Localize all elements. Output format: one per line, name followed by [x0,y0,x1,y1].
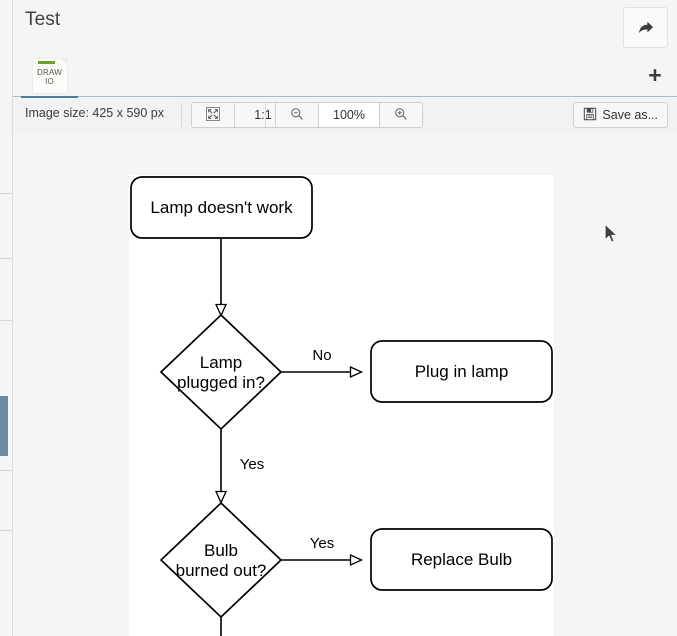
zoom-in-button[interactable] [379,103,422,127]
edge-label-yes-burned: Yes [310,535,334,552]
title-bar: Test [13,0,677,54]
vertical-scrollbar-thumb[interactable] [0,396,8,456]
node-label-line1: Bulb [204,541,238,560]
tab-label-line2: IO [45,77,54,86]
fit-to-screen-icon [206,107,220,124]
image-size-label: Image size: 425 x 590 px [25,106,164,120]
fit-to-screen-button[interactable] [192,103,234,127]
node-label: Lamp doesn't work [150,198,293,217]
diagram-viewport[interactable]: Lamp doesn't work Lamp plugged in? No Pl… [13,132,677,636]
edge-label-yes-plugged: Yes [240,456,264,473]
zoom-out-icon [290,107,304,124]
node-bulb-burned-out[interactable]: Bulb burned out? [161,503,281,617]
add-tab-button[interactable]: + [642,62,668,88]
node-replace-bulb[interactable]: Replace Bulb [371,529,552,590]
floppy-disk-icon [583,107,597,124]
tab-strip: DRAW IO + [13,54,677,98]
flowchart: Lamp doesn't work Lamp plugged in? No Pl… [129,175,554,636]
save-as-label: Save as... [602,108,658,122]
tab-label-line1: DRAW [37,68,62,77]
toolbar-separator [265,103,266,127]
tab-strip-baseline [13,96,677,97]
page-title: Test [25,9,60,31]
node-label-line2: plugged in? [177,373,265,392]
mouse-cursor [604,223,620,245]
zoom-out-button[interactable] [276,103,318,127]
zoom-group: 100% [275,102,423,128]
node-lamp-plugged-in[interactable]: Lamp plugged in? [161,315,281,429]
viewer-toolbar: Image size: 425 x 590 px 1:1 [13,98,677,133]
share-arrow-icon [635,17,657,39]
toolbar-separator [181,103,182,127]
diagram-page[interactable]: Lamp doesn't work Lamp plugged in? No Pl… [129,175,554,636]
node-plug-in-lamp[interactable]: Plug in lamp [371,341,552,402]
zoom-level-value[interactable]: 100% [318,103,379,127]
node-label: Replace Bulb [411,550,512,569]
drawio-document-icon: DRAW IO [33,59,67,93]
node-label-line1: Lamp [200,353,243,372]
tab-drawio[interactable]: DRAW IO [21,56,78,96]
node-label: Plug in lamp [415,362,509,381]
save-as-button[interactable]: Save as... [573,102,668,128]
zoom-in-icon [394,107,408,124]
edge-label-no: No [312,347,331,364]
node-label-line2: burned out? [176,561,267,580]
share-button[interactable] [623,7,668,48]
node-lamp-doesnt-work[interactable]: Lamp doesn't work [131,177,312,238]
drawio-icon-green-bar [38,61,55,64]
